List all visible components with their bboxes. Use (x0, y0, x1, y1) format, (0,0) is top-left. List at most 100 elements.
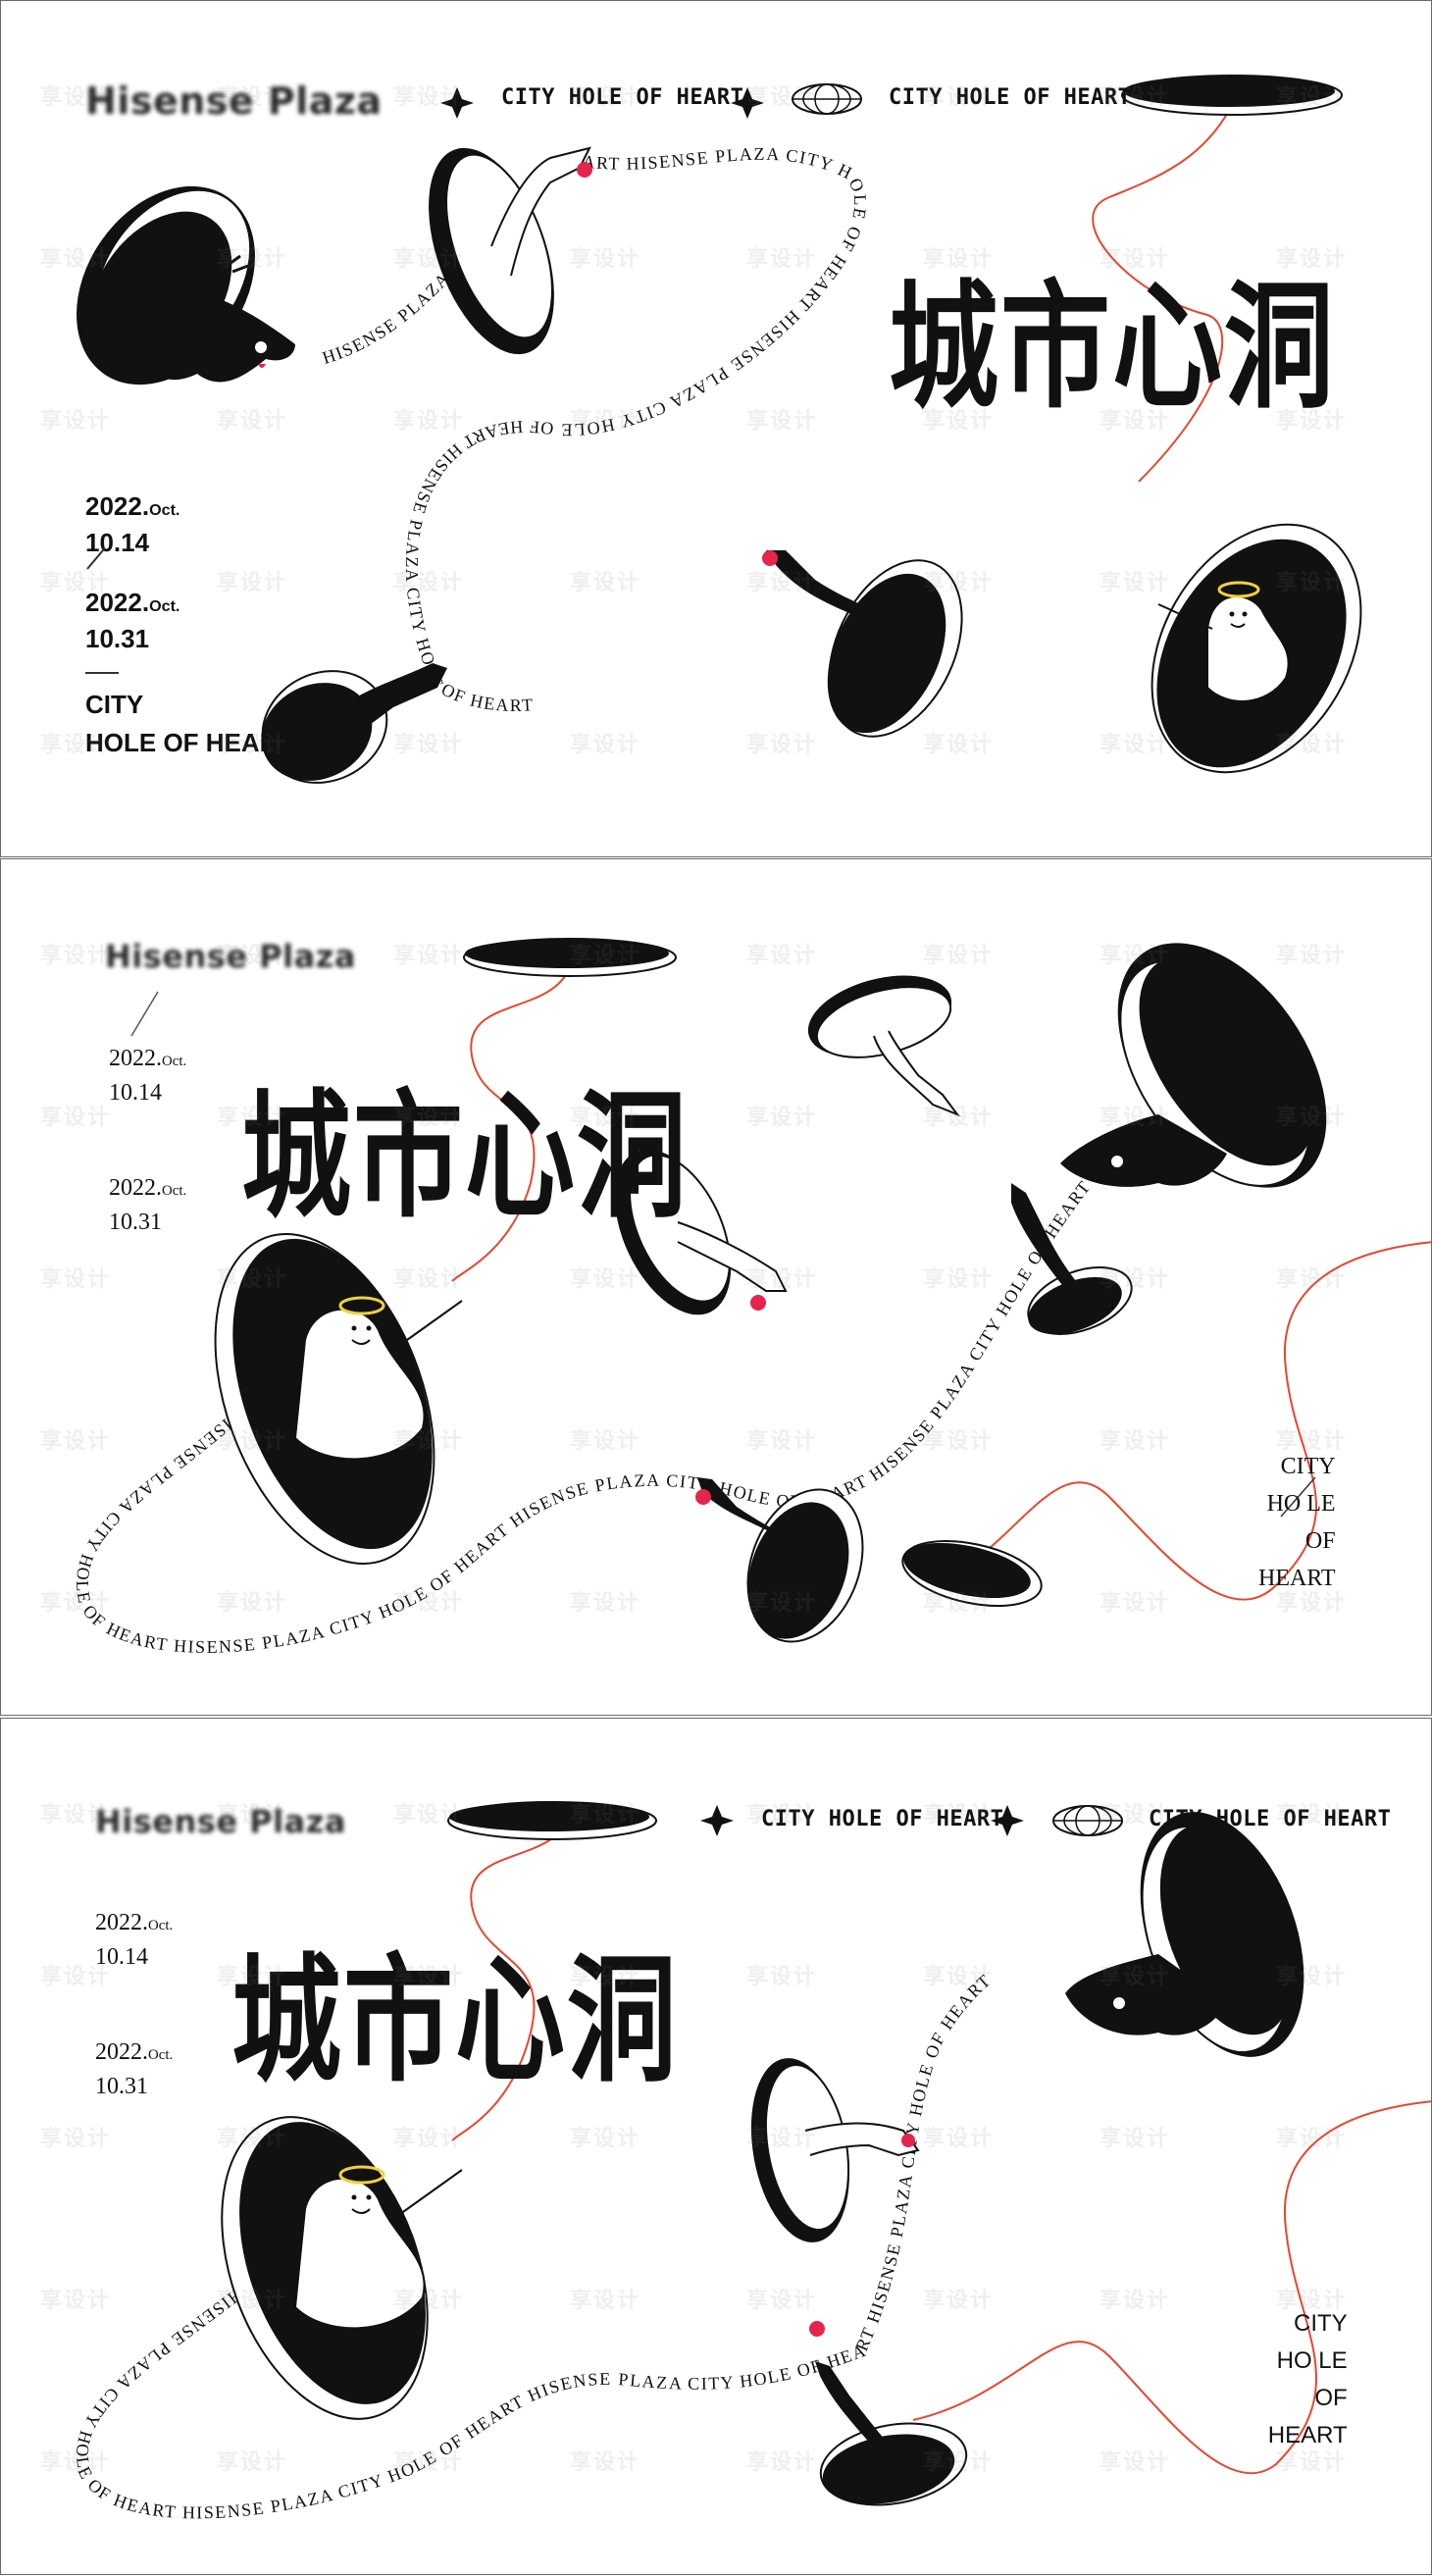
watermark: 享设计 (1276, 1965, 1348, 1989)
watermark: 享设计 (570, 247, 641, 272)
brand-logo: Hisense Plaza (105, 938, 356, 975)
watermark: 享设计 (393, 247, 465, 272)
watermark: 享设计 (1276, 944, 1348, 968)
watermark: 享设计 (1100, 2289, 1171, 2313)
watermark: 享设计 (217, 1106, 288, 1130)
sparkle-icon (991, 1805, 1024, 1836)
theme-line-1: CITY (85, 690, 144, 719)
watermark: 享设计 (923, 944, 995, 968)
watermark: 享设计 (923, 1267, 995, 1292)
watermark: 享设计 (746, 1267, 818, 1292)
theme-stack-line: HEART (1258, 1566, 1336, 1591)
watermark: 享设计 (40, 944, 112, 968)
watermark: 享设计 (570, 2127, 641, 2151)
watermark: 享设计 (393, 1429, 465, 1454)
watermark: 享设计 (40, 2127, 112, 2151)
page-title: 城市心洞 (241, 1076, 689, 1237)
watermark: 享设计 (923, 1106, 995, 1130)
end-date: 10.31 (85, 624, 150, 653)
hole-icon (1121, 75, 1343, 116)
watermark: 享设计 (1100, 2450, 1171, 2475)
watermark: 享设计 (746, 1803, 818, 1828)
watermark: 享设计 (40, 85, 112, 110)
watermark: 享设计 (746, 2450, 818, 2475)
watermark: 享设计 (40, 2450, 112, 2475)
red-thread (951, 1241, 1431, 1601)
event-dates: 2022.Oct. 10.14 2022.Oct. 10.31 (109, 1046, 186, 1236)
hand-icon (807, 975, 960, 1117)
watermark: 享设计 (923, 1965, 995, 1989)
watermark: 享设计 (570, 2289, 641, 2313)
watermark: 享设计 (217, 571, 288, 595)
hand-icon (762, 550, 963, 738)
red-thread (451, 966, 571, 1282)
header-tagline: CITY HOLE OF HEART (761, 1807, 1004, 1831)
start-date: 10.14 (85, 528, 150, 557)
watermark: 享设计 (923, 2127, 995, 2151)
red-thread (912, 2100, 1431, 2475)
watermark: 享设计 (40, 571, 112, 595)
watermark: 享设计 (1100, 1803, 1171, 1828)
watermark: 享设计 (40, 409, 112, 434)
hole-icon (463, 938, 677, 977)
watermark: 享设计 (1276, 1429, 1348, 1454)
watermark: 享设计 (570, 85, 641, 110)
angel-character-icon (221, 2116, 463, 2420)
watermark: 享设计 (570, 944, 641, 968)
watermark: 享设计 (570, 1965, 641, 1989)
watermark: 享设计 (393, 1106, 465, 1130)
page-title: 城市心洞 (231, 1940, 679, 2101)
red-thread (451, 1816, 571, 2141)
sparkle-icon (440, 87, 474, 119)
watermark: 享设计 (570, 1429, 641, 1454)
poster-panel-horizontal-3: HISENSE PLAZA CITY HOLE OF HEART HISENSE… (0, 1718, 1432, 2575)
theme-stack-line: OF (1314, 2385, 1348, 2411)
watermark: 享设计 (746, 247, 818, 272)
hand-icon (1011, 1183, 1133, 1335)
watermark: 享设计 (1100, 944, 1171, 968)
watermark: 享设计 (1100, 1267, 1171, 1292)
panel-2-artwork: HISENSE PLAZA CITY HOLE OF HEART HISENSE… (73, 938, 1431, 1657)
watermark: 享设计 (217, 1965, 288, 1989)
sparkle-icon (700, 1805, 734, 1836)
watermark: 享设计 (1100, 247, 1171, 272)
watermark: 享设计 (923, 733, 995, 757)
header-tagline: CITY HOLE OF HEART (889, 85, 1132, 110)
theme-stack: CITY HO LE OF HEART (1264, 2305, 1348, 2454)
watermark: 享设计 (393, 85, 465, 110)
hand-icon (750, 2058, 920, 2242)
watermark: 享设计 (217, 2450, 288, 2475)
hand-icon (695, 1477, 864, 1643)
start-year: 2022.Oct. (85, 491, 180, 521)
watermark: 享设计 (1276, 2289, 1348, 2313)
angel-character-icon (1151, 523, 1362, 774)
watermark: 享设计 (1100, 1965, 1171, 1989)
watermark: 享设计 (393, 733, 465, 757)
watermark: 享设计 (393, 2289, 465, 2313)
theme-stack: CITY HO LE OF HEART (1258, 1448, 1336, 1597)
poster-panel-horizontal-1: HISENSE PLAZA CITY HOLE OF HEART HISENSE… (0, 0, 1432, 857)
globe-icon (792, 83, 862, 115)
watermark: 享设计 (1276, 85, 1348, 110)
watermark: 享设计 (1100, 409, 1171, 434)
watermark: 享设计 (570, 1803, 641, 1828)
watermark: 享设计 (393, 571, 465, 595)
watermark: 享设计 (393, 2450, 465, 2475)
watermark: 享设计 (923, 409, 995, 434)
panel-1-artwork: HISENSE PLAZA CITY HOLE OF HEART HISENSE… (77, 75, 1362, 784)
watermark: 享设计 (923, 2289, 995, 2313)
red-thread (1092, 98, 1236, 483)
watermark: 享设计 (217, 409, 288, 434)
watermark: 享设计 (570, 733, 641, 757)
watermark: 享设计 (1100, 1429, 1171, 1454)
watermark: 享设计 (1276, 1803, 1348, 1828)
header-tagline: CITY HOLE OF HEART (1149, 1807, 1392, 1831)
cat-character-icon (77, 185, 295, 386)
watermark: 享设计 (746, 2289, 818, 2313)
watermark: 享设计 (746, 2127, 818, 2151)
theme-line-2: HOLE OF HEART (85, 728, 294, 757)
watermark: 享设计 (393, 409, 465, 434)
watermark: 享设计 (923, 571, 995, 595)
cat-character-icon (1060, 943, 1327, 1188)
start-year: 2022.Oct. (95, 1910, 174, 1935)
